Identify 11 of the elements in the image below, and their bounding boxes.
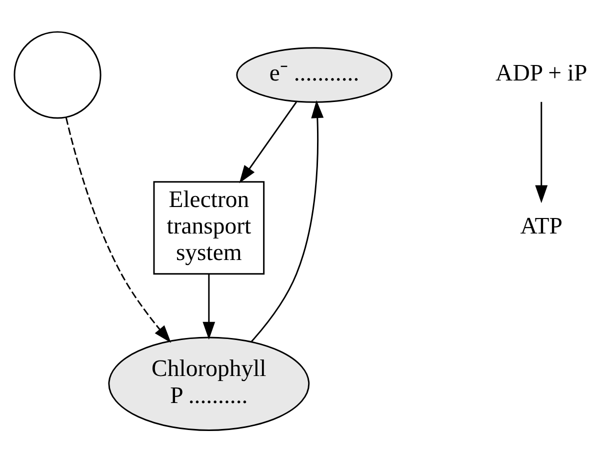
arrow xyxy=(65,116,172,342)
node-ellipse: Chlorophyll P .......... xyxy=(108,336,310,430)
arrow xyxy=(202,274,216,340)
node-ellipse: e⁻ ........... xyxy=(236,46,392,102)
node-text: ATP xyxy=(520,213,562,239)
node-circle xyxy=(14,30,102,118)
arrow xyxy=(535,101,548,203)
node-box: Electron transport system xyxy=(153,180,265,274)
node-text: ADP + iP xyxy=(496,60,588,86)
arrow xyxy=(250,100,324,342)
arrow xyxy=(239,100,298,183)
